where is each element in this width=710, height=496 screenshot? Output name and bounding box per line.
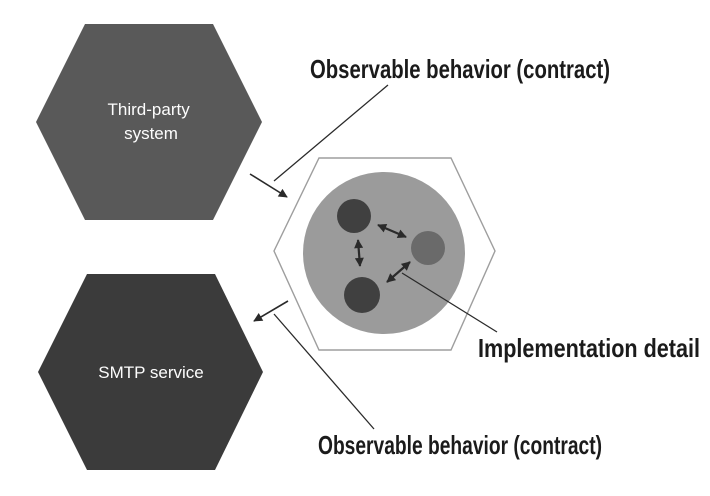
- component-circle-right: [411, 231, 445, 265]
- component-arrow-bottom-right: [386, 261, 411, 283]
- third-party-hexagon-label: Third-party system: [108, 100, 195, 143]
- leader-line-bottom-contract: [273, 313, 375, 430]
- component-circle-bottom: [344, 277, 380, 313]
- implementation-detail-label: Implementation detail: [478, 333, 700, 363]
- leader-line-top-contract: [273, 84, 389, 182]
- third-party-label-line2: system: [124, 124, 178, 143]
- smtp-hexagon: [38, 274, 263, 470]
- third-party-hexagon: [36, 24, 262, 220]
- arrow-third-party-to-application: [249, 173, 288, 198]
- bottom-contract-label: Observable behavior (contract): [318, 430, 602, 460]
- third-party-label-line1: Third-party: [108, 100, 191, 119]
- arrow-application-to-smtp: [253, 300, 289, 322]
- smtp-hexagon-label: SMTP service: [98, 363, 204, 382]
- component-arrow-top-right: [377, 223, 407, 239]
- component-arrow-top-bottom: [354, 239, 364, 267]
- top-contract-label: Observable behavior (contract): [310, 54, 610, 84]
- component-circle-top: [337, 199, 371, 233]
- leader-line-implementation-detail: [401, 272, 498, 333]
